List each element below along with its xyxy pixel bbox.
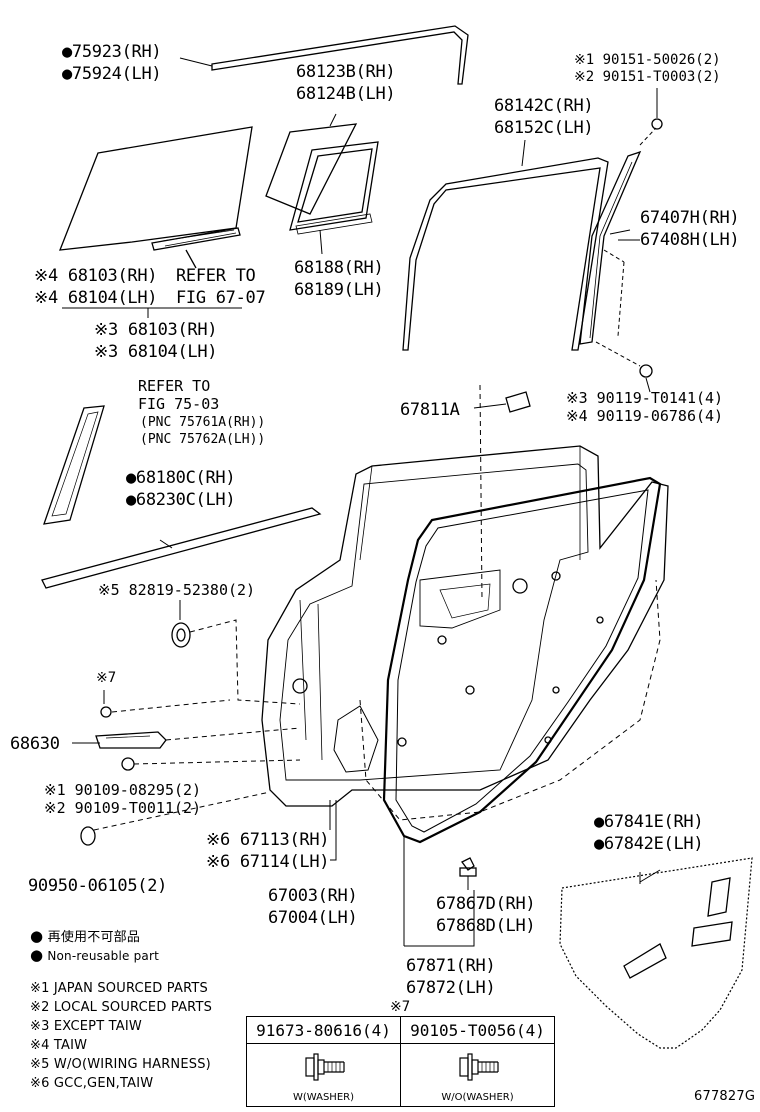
bolt-table-caption-2: W/O(WASHER) bbox=[441, 1092, 514, 1103]
label-90950-06105: 90950-06105(2) bbox=[28, 876, 168, 896]
label-90151-50026: ※1 90151-50026(2) bbox=[574, 52, 721, 68]
bolt-table-header-2: 90105-T0056(4) bbox=[400, 1016, 555, 1044]
quarter-frame-68188-shape bbox=[289, 141, 379, 255]
label-pnc-75762a: (PNC 75762A(LH)) bbox=[140, 432, 266, 447]
legend-non-reusable-en: ● Non-reusable part bbox=[30, 946, 159, 964]
cap-90950-shape bbox=[80, 791, 271, 846]
pad-67811a-shape bbox=[473, 384, 531, 601]
label-67841e: ●67841E(RH) bbox=[594, 812, 704, 832]
legend-jp-text: 再使用不可部品 bbox=[47, 930, 141, 945]
label-67811a: 67811A bbox=[400, 400, 460, 420]
legend-note1: ※1 JAPAN SOURCED PARTS bbox=[30, 981, 208, 996]
legend-note4: ※4 TAIW bbox=[30, 1038, 88, 1053]
label-fig-75-03: FIG 75-03 bbox=[138, 395, 220, 413]
label-90109-t0011: ※2 90109-T0011(2) bbox=[44, 799, 202, 817]
table-marker: ※7 bbox=[390, 999, 411, 1015]
figure-id: 677827G bbox=[694, 1089, 756, 1104]
service-hole-cover-outline bbox=[359, 579, 661, 821]
label-68630: 68630 bbox=[10, 734, 60, 754]
legend-note3: ※3 EXCEPT TAIW bbox=[30, 1019, 142, 1034]
label-68142c: 68142C(RH) bbox=[494, 96, 594, 116]
service-hole-cover-67841e-shape bbox=[559, 857, 753, 1049]
legend-note2: ※2 LOCAL SOURCED PARTS bbox=[30, 1000, 213, 1015]
label-90119-t0141: ※3 90119-T0141(4) bbox=[566, 389, 724, 407]
label-67871: 67871(RH) bbox=[406, 956, 496, 976]
plug-82819-shape bbox=[171, 600, 301, 705]
bolt-table: 91673-80616(4) 90105-T0056(4) W(WASHER) bbox=[246, 1016, 555, 1107]
label-67004: 67004(LH) bbox=[268, 908, 358, 928]
legend-note5: ※5 W/O(WIRING HARNESS) bbox=[30, 1057, 211, 1072]
label-90109-08295: ※1 90109-08295(2) bbox=[44, 781, 202, 799]
leader-lines bbox=[62, 239, 641, 947]
label-82819-52380: ※5 82819-52380(2) bbox=[98, 581, 256, 599]
corner-trim-75761a-shape bbox=[43, 405, 105, 525]
legend-non-reusable-jp: ● 再使用不可部品 bbox=[30, 927, 141, 946]
check-assy-68630-shape bbox=[72, 690, 301, 771]
label-68189: 68189(LH) bbox=[294, 280, 384, 300]
label-fig-67-07: FIG 67-07 bbox=[176, 288, 266, 308]
label-68123b: 68123B(RH) bbox=[296, 62, 396, 82]
bolt-without-washer-icon bbox=[458, 1053, 499, 1081]
division-bar-67407h-shape bbox=[579, 127, 657, 367]
label-67407h: 67407H(RH) bbox=[640, 208, 740, 228]
belt-moulding-75923-shape bbox=[179, 25, 469, 85]
bolt-table-header-1: 91673-80616(4) bbox=[246, 1016, 401, 1044]
label-67868d: 67868D(LH) bbox=[436, 916, 536, 936]
bolt-table-caption-1: W(WASHER) bbox=[292, 1092, 354, 1103]
weatherstrip-67871-shape bbox=[382, 476, 662, 946]
label-90119-06786: ※4 90119-06786(4) bbox=[566, 407, 724, 425]
bolt-table-cell-1: W(WASHER) bbox=[246, 1043, 401, 1107]
label-67872: 67872(LH) bbox=[406, 978, 496, 998]
clip-67867d-shape bbox=[459, 857, 477, 890]
screw-90151-shape bbox=[651, 88, 663, 130]
label-68230c: ●68230C(LH) bbox=[126, 490, 236, 510]
label-68124b: 68124B(LH) bbox=[296, 84, 396, 104]
legend-note6: ※6 GCC,GEN,TAIW bbox=[30, 1076, 154, 1091]
label-75923: ●75923(RH) bbox=[62, 42, 162, 62]
label-68104-except-taiw: ※3 68104(LH) bbox=[94, 342, 218, 362]
label-68152c: 68152C(LH) bbox=[494, 118, 594, 138]
label-75924: ●75924(LH) bbox=[62, 64, 162, 84]
label-67867d: 67867D(RH) bbox=[436, 894, 536, 914]
label-pnc-75761a: (PNC 75761A(RH)) bbox=[140, 415, 266, 430]
label-68103-except-taiw: ※3 68103(RH) bbox=[94, 320, 218, 340]
legend-en-text: Non-reusable part bbox=[47, 949, 159, 963]
label-note7-bolt: ※7 bbox=[96, 670, 117, 686]
label-67114: ※6 67114(LH) bbox=[206, 852, 330, 872]
label-67113: ※6 67113(RH) bbox=[206, 830, 330, 850]
label-68180c: ●68180C(RH) bbox=[126, 468, 236, 488]
label-67003: 67003(RH) bbox=[268, 886, 358, 906]
label-67842e: ●67842E(LH) bbox=[594, 834, 704, 854]
outer-moulding-68180c-shape bbox=[41, 507, 322, 589]
label-68188: 68188(RH) bbox=[294, 258, 384, 278]
quarter-glass-68123b-shape bbox=[265, 113, 358, 215]
label-67408h: 67408H(LH) bbox=[640, 230, 740, 250]
label-68104-taiw: ※4 68104(LH) bbox=[34, 288, 158, 308]
screw-90119-shape bbox=[639, 364, 653, 393]
bolt-with-washer-icon bbox=[304, 1053, 345, 1081]
label-refer-to-1: REFER TO bbox=[176, 266, 256, 286]
door-glass-68103-shape bbox=[59, 126, 253, 251]
label-90151-t0003: ※2 90151-T0003(2) bbox=[574, 69, 721, 85]
run-channel-68142c-shape bbox=[402, 139, 609, 351]
door-panel-67003-shape bbox=[261, 445, 669, 830]
label-68103-taiw: ※4 68103(RH) bbox=[34, 266, 158, 286]
bolt-table-cell-2: W/O(WASHER) bbox=[400, 1043, 555, 1107]
glass-channel-strip-shape bbox=[151, 227, 241, 269]
label-refer-to-2: REFER TO bbox=[138, 377, 211, 395]
